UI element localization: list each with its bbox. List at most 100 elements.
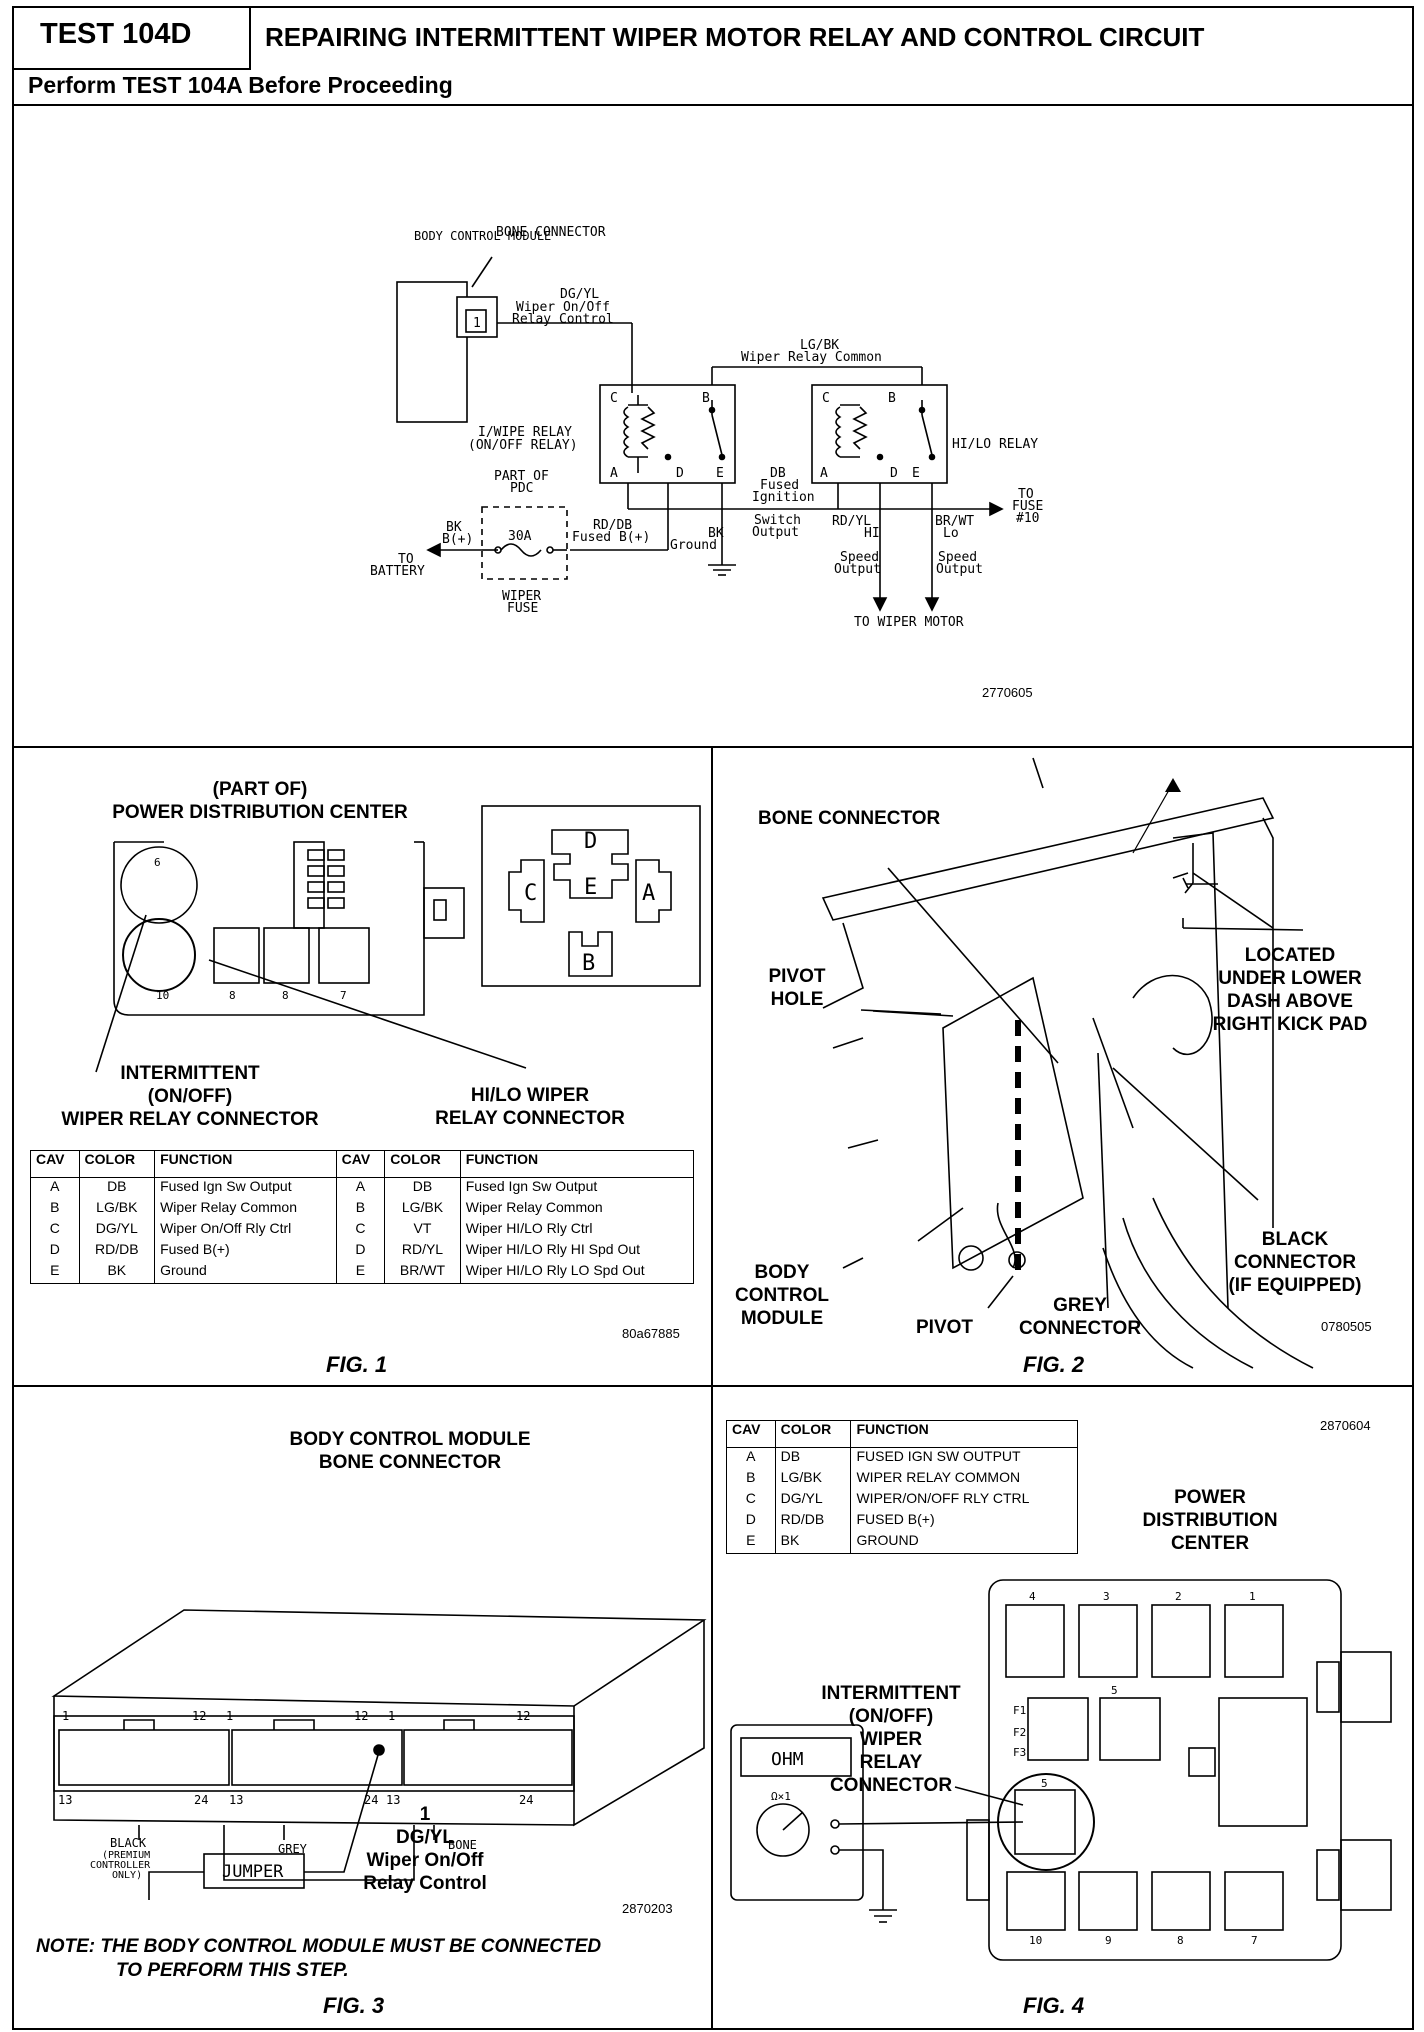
- r2-pin-d: D: [890, 466, 898, 481]
- fig4-th-color: COLOR: [774, 1420, 851, 1448]
- fig3-pin1-b: 1: [226, 1709, 233, 1723]
- fig4-f1: F1: [1013, 1704, 1026, 1717]
- table-cell: BK: [78, 1262, 155, 1284]
- pin-c: C: [524, 881, 537, 906]
- brwt-fn2: Speed: [938, 550, 977, 565]
- rdyl-label: RD/YL: [832, 514, 871, 529]
- table-cell: Fused B(+): [154, 1241, 337, 1262]
- fig4-slot-3: 3: [1103, 1590, 1110, 1603]
- table-cell: RD/DB: [774, 1511, 851, 1532]
- jumper-box: [203, 1853, 305, 1889]
- fig2-caption: FIG. 2: [1023, 1352, 1085, 1377]
- fig4-th-fn: FUNCTION: [850, 1420, 1078, 1448]
- fig3-black3: CONTROLLER: [90, 1860, 151, 1871]
- fig3-pin12-b: 12: [354, 1709, 368, 1723]
- dgyl-label: DG/YL: [560, 287, 599, 302]
- brwt-fn3: Output: [936, 562, 983, 577]
- fig3-pin-label3: Wiper On/Off: [366, 1850, 484, 1871]
- fig2-pivot: PIVOT: [916, 1317, 974, 1338]
- fig2-black3: (IF EQUIPPED): [1228, 1275, 1362, 1296]
- bk-label: BK: [446, 520, 462, 535]
- table-cell: Wiper HI/LO Rly Ctrl: [459, 1220, 694, 1241]
- table-cell: B: [335, 1199, 385, 1220]
- fig3-fig-no: 2870203: [622, 1901, 673, 1916]
- bk-ground1: BK: [708, 526, 724, 541]
- table-cell: C: [745, 1490, 756, 1506]
- fig1-th-color2: COLOR: [384, 1150, 461, 1178]
- table-cell: E: [746, 1532, 756, 1548]
- rdyl-fn1: HI: [864, 526, 880, 541]
- table-cell: FUSED B(+): [850, 1511, 1078, 1532]
- page-frame: [12, 6, 1414, 2030]
- table-cell: VT: [384, 1220, 461, 1241]
- fig3-pin13-c: 13: [386, 1793, 400, 1807]
- fig2-pivot-hole2: HOLE: [770, 989, 824, 1010]
- table-cell: GROUND: [850, 1532, 1078, 1554]
- fig1-caption: FIG. 1: [326, 1352, 388, 1377]
- pin-a: A: [642, 881, 655, 906]
- fig4-pdc1: POWER: [1174, 1487, 1246, 1508]
- fig4-slot-7: 7: [1251, 1934, 1258, 1947]
- fig4-int2: (ON/OFF): [848, 1706, 934, 1727]
- fig4-ohm-display: OHM: [771, 1749, 804, 1770]
- pdc-fuse-box: [481, 506, 568, 580]
- table-cell: D: [745, 1511, 756, 1527]
- hilo-label: HI/LO RELAY: [952, 437, 1038, 452]
- fig4-caption: FIG. 4: [1023, 1993, 1085, 2018]
- bone-label: BONE CONNECTOR: [496, 225, 606, 240]
- fig3-pin-label: 1 DG/YL Wiper On/Off Relay Control: [350, 1803, 500, 1895]
- table-cell: DG/YL: [774, 1490, 851, 1511]
- table-cell: WIPER RELAY COMMON: [850, 1469, 1078, 1490]
- fig4-th-cav: CAV: [726, 1420, 776, 1448]
- table-cell: A: [50, 1178, 60, 1194]
- fig2-bcm: BODY CONTROL MODULE: [722, 1261, 842, 1330]
- fig4-int-label: INTERMITTENT (ON/OFF) WIPER RELAY CONNEC…: [816, 1682, 966, 1797]
- fig2-pivot-hole: PIVOT HOLE: [752, 965, 842, 1011]
- fig3-pin24-a: 24: [194, 1793, 208, 1807]
- wiper-fuse-label1: WIPER: [502, 589, 541, 604]
- r2-pin-a: A: [820, 466, 828, 481]
- brwt-label: BR/WT: [935, 514, 974, 529]
- fig3-pin-label2: DG/YL: [395, 1827, 455, 1848]
- r1-pin-d: D: [676, 466, 684, 481]
- fig4-pdc2: DISTRIBUTION: [1142, 1510, 1278, 1531]
- db-fn1: Fused: [760, 478, 799, 493]
- fig3-bone: BONE: [448, 1838, 477, 1852]
- fig3-pin13-a: 13: [58, 1793, 72, 1807]
- test-id: TEST 104D: [40, 18, 192, 50]
- db-fn4: Output: [752, 525, 799, 540]
- fig1-th-cav2: CAV: [335, 1150, 385, 1178]
- bk-ground2: Ground: [670, 538, 717, 553]
- header-test-id-box: [12, 6, 251, 70]
- fig1-int-label: INTERMITTENT (ON/OFF) WIPER RELAY CONNEC…: [40, 1062, 340, 1131]
- page-title: REPAIRING INTERMITTENT WIPER MOTOR RELAY…: [265, 22, 1205, 52]
- table-cell: LG/BK: [78, 1199, 155, 1220]
- r2-pin-c: C: [822, 391, 830, 406]
- dgyl-fn1: Wiper On/Off: [516, 300, 610, 315]
- fig3-title1: BODY CONTROL MODULE: [289, 1429, 531, 1450]
- table-cell: Wiper HI/LO Rly LO Spd Out: [459, 1262, 694, 1284]
- fig4-slot-9: 9: [1105, 1934, 1112, 1947]
- table-cell: BK: [774, 1532, 851, 1554]
- slot-label-10: 10: [156, 989, 169, 1002]
- table-cell: Wiper Relay Common: [459, 1199, 694, 1220]
- fig4-int3: WIPER: [859, 1729, 923, 1750]
- fig1-title2: POWER DISTRIBUTION CENTER: [112, 802, 408, 823]
- pin-b: B: [582, 951, 595, 976]
- dgyl-fn2: Relay Control: [512, 312, 614, 327]
- r2-pin-b: B: [888, 391, 896, 406]
- pin-d: D: [584, 829, 597, 854]
- to-fuse2: FUSE: [1012, 499, 1043, 514]
- pdc-outline: [988, 1579, 1342, 1961]
- fig1-int-label1: INTERMITTENT: [120, 1063, 260, 1084]
- fig1-hilo-label1: HI/LO WIPER: [470, 1085, 590, 1106]
- fig1-hilo-label: HI/LO WIPER RELAY CONNECTOR: [410, 1084, 650, 1130]
- slot-top-label: 6: [154, 856, 161, 869]
- fig4-slot-4: 4: [1029, 1590, 1036, 1603]
